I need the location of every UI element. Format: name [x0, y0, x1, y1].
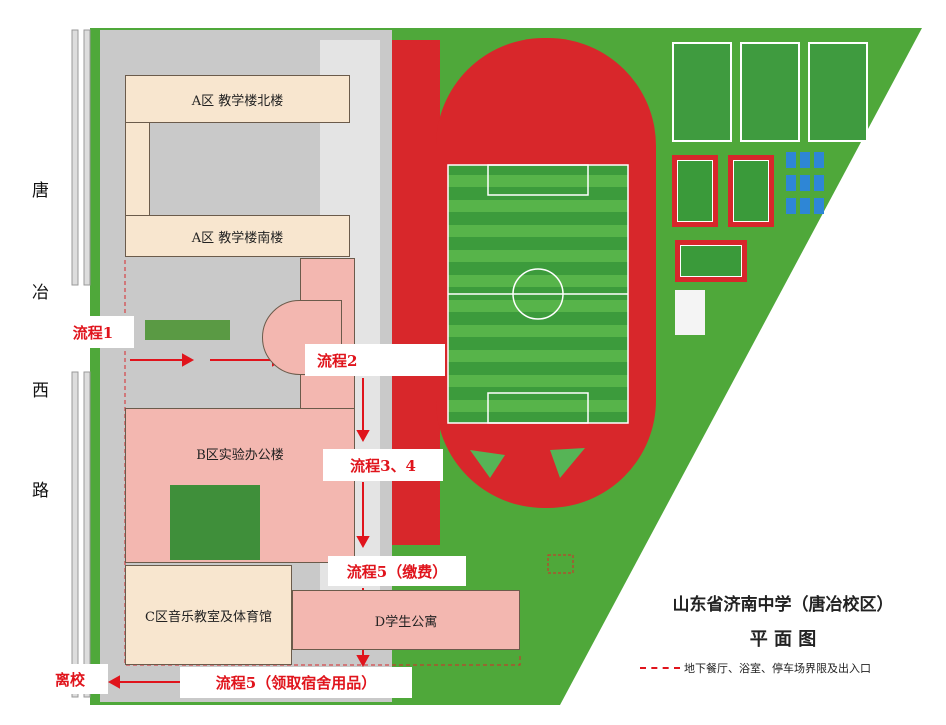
legend-text: 地下餐厅、浴室、停车场界限及出入口 — [684, 662, 871, 675]
step-3-4-label: 流程3、4 — [323, 449, 443, 481]
step-5-supplies-label: 流程5（领取宿舍用品） — [180, 667, 412, 698]
road-name-char: 路 — [32, 481, 49, 501]
court-small — [814, 175, 824, 191]
step-1-label: 流程1 — [52, 316, 134, 348]
court-small — [800, 198, 810, 214]
step-2-label: 流程2 — [305, 344, 445, 376]
step-5-payment-label: 流程5（缴费） — [328, 556, 466, 586]
building-c: C区音乐教室及体育馆 — [125, 565, 292, 665]
leave-school-label: 离校 — [32, 664, 108, 694]
court-small — [814, 198, 824, 214]
building-a-north: A区 教学楼北楼 — [125, 75, 350, 123]
map-subtitle: 平 面 图 — [749, 629, 817, 650]
tennis-court — [675, 240, 747, 282]
legend-dashed-line — [640, 667, 680, 669]
tennis-court — [728, 155, 774, 227]
court-small — [800, 152, 810, 168]
tennis-court — [672, 155, 718, 227]
road-name-char: 唐 — [32, 181, 49, 201]
basketball-court — [672, 42, 732, 142]
courtyard-garden — [170, 485, 260, 560]
court-small — [814, 152, 824, 168]
map-title: 山东省济南中学（唐冶校区） — [672, 595, 894, 615]
building-d: D学生公寓 — [292, 590, 520, 650]
garden-bed — [145, 320, 230, 340]
basketball-court — [740, 42, 800, 142]
court-small — [786, 152, 796, 168]
road-name-char: 西 — [32, 381, 49, 401]
road-name-char: 冶 — [32, 283, 49, 303]
court-small — [800, 175, 810, 191]
court-small — [786, 175, 796, 191]
court-small — [786, 198, 796, 214]
building-a-south: A区 教学楼南楼 — [125, 215, 350, 257]
basketball-court — [808, 42, 868, 142]
